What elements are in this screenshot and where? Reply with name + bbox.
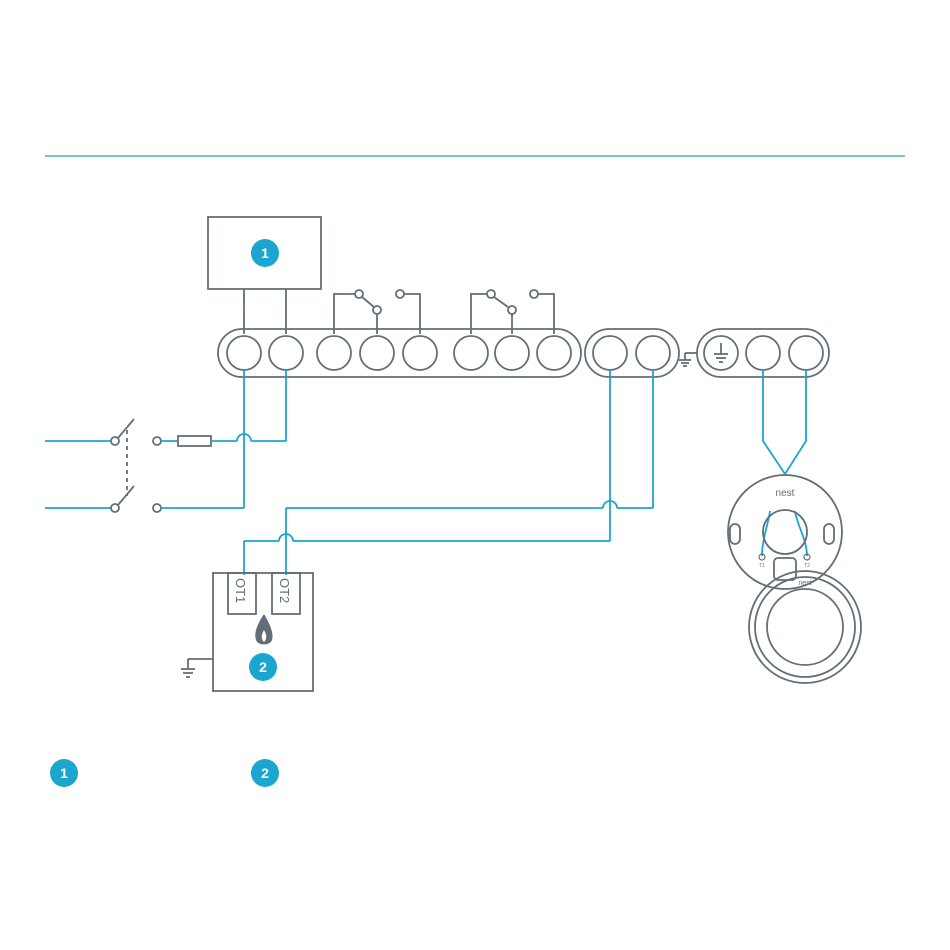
- badge-2-boiler: 2: [249, 653, 277, 681]
- thermostat-wires: [762, 370, 807, 556]
- svg-text:T1: T1: [759, 563, 765, 569]
- earth-symbol-strip: [679, 353, 697, 366]
- opentherm-wires: [244, 370, 653, 575]
- relay-switch-2: [471, 290, 554, 334]
- nest-display-brand: nest: [798, 580, 811, 587]
- ot2-label: OT2: [277, 578, 292, 603]
- ot1-label: OT1: [233, 578, 248, 603]
- terminal-strip-thermostat: [697, 329, 829, 377]
- nest-base-plate: nest T1 T2: [728, 475, 842, 589]
- mains-isolator: [45, 419, 244, 512]
- badge-1-top: 1: [251, 239, 279, 267]
- svg-text:2: 2: [259, 659, 267, 675]
- svg-text:1: 1: [60, 765, 68, 781]
- earth-symbol-boiler: [181, 659, 213, 677]
- nest-base-brand: nest: [776, 488, 795, 499]
- legend-badge-1: 1: [50, 759, 78, 787]
- nest-thermostat: nest: [749, 571, 861, 683]
- svg-text:1: 1: [261, 245, 269, 261]
- legend-badge-2: 2: [251, 759, 279, 787]
- boiler: OT1 OT2 2: [213, 573, 313, 691]
- svg-text:2: 2: [261, 765, 269, 781]
- flame-icon: [255, 614, 272, 645]
- terminal-strip-main: [218, 329, 581, 377]
- svg-text:T2: T2: [804, 563, 810, 569]
- fuse: [178, 436, 211, 446]
- terminal-strip-opentherm: [585, 329, 679, 377]
- relay-switch-1: [334, 290, 420, 334]
